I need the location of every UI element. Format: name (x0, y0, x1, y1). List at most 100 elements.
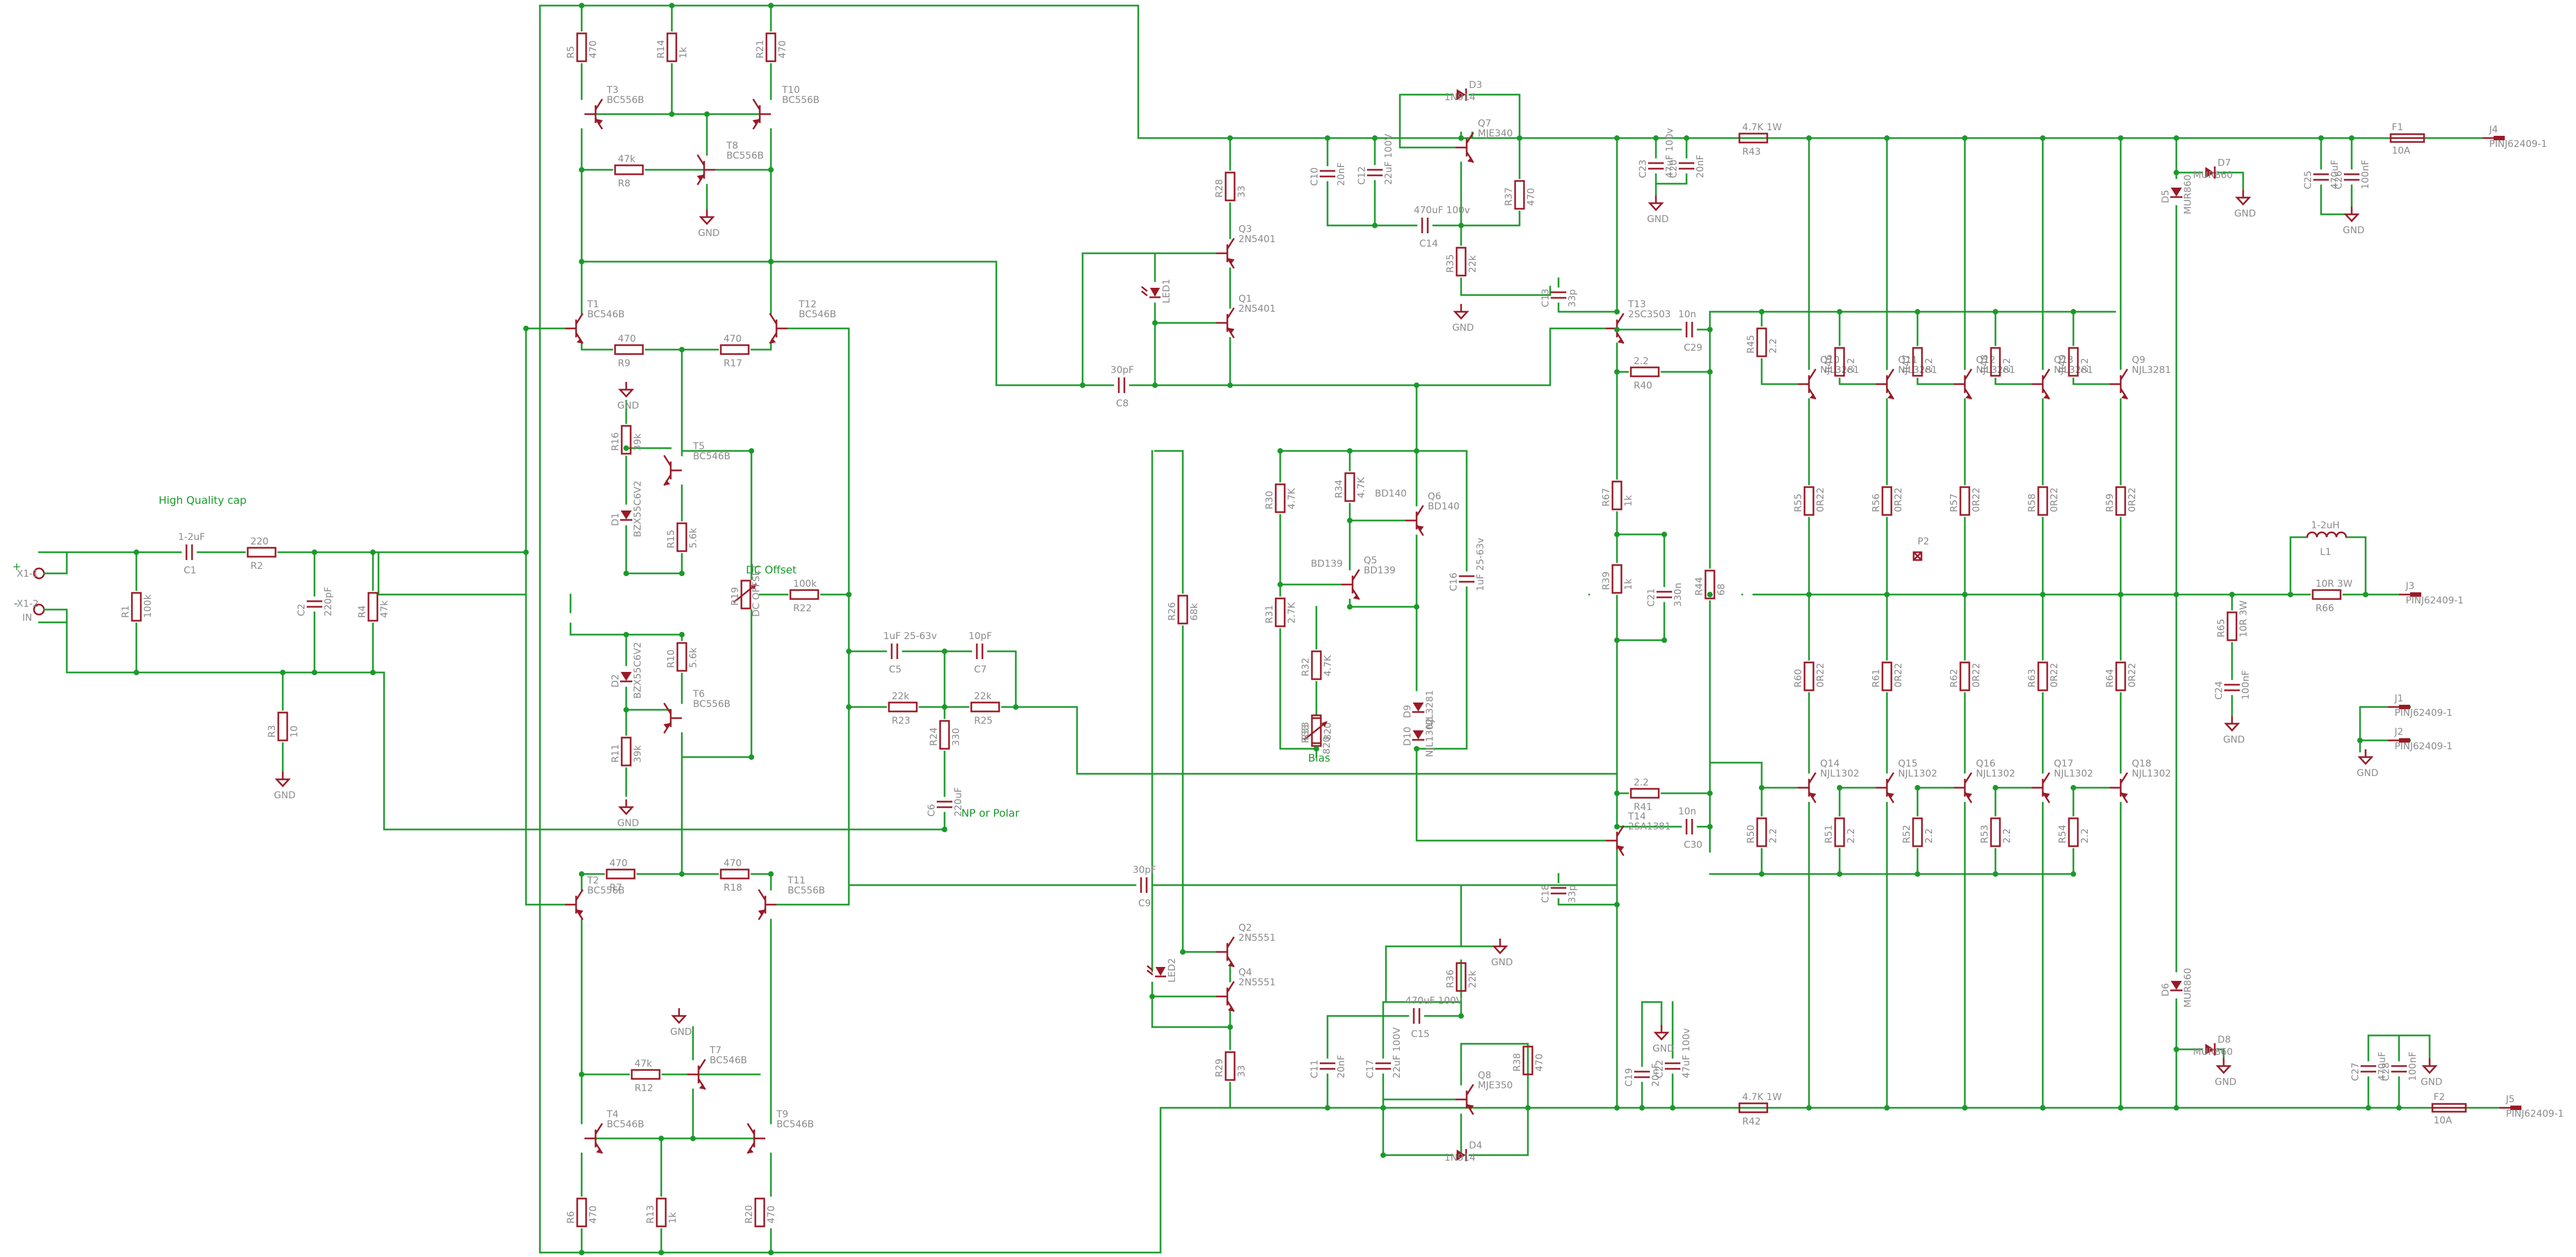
led-led1[interactable]: LED1 (1141, 279, 1172, 303)
led-led2[interactable]: LED2 (1147, 958, 1178, 983)
